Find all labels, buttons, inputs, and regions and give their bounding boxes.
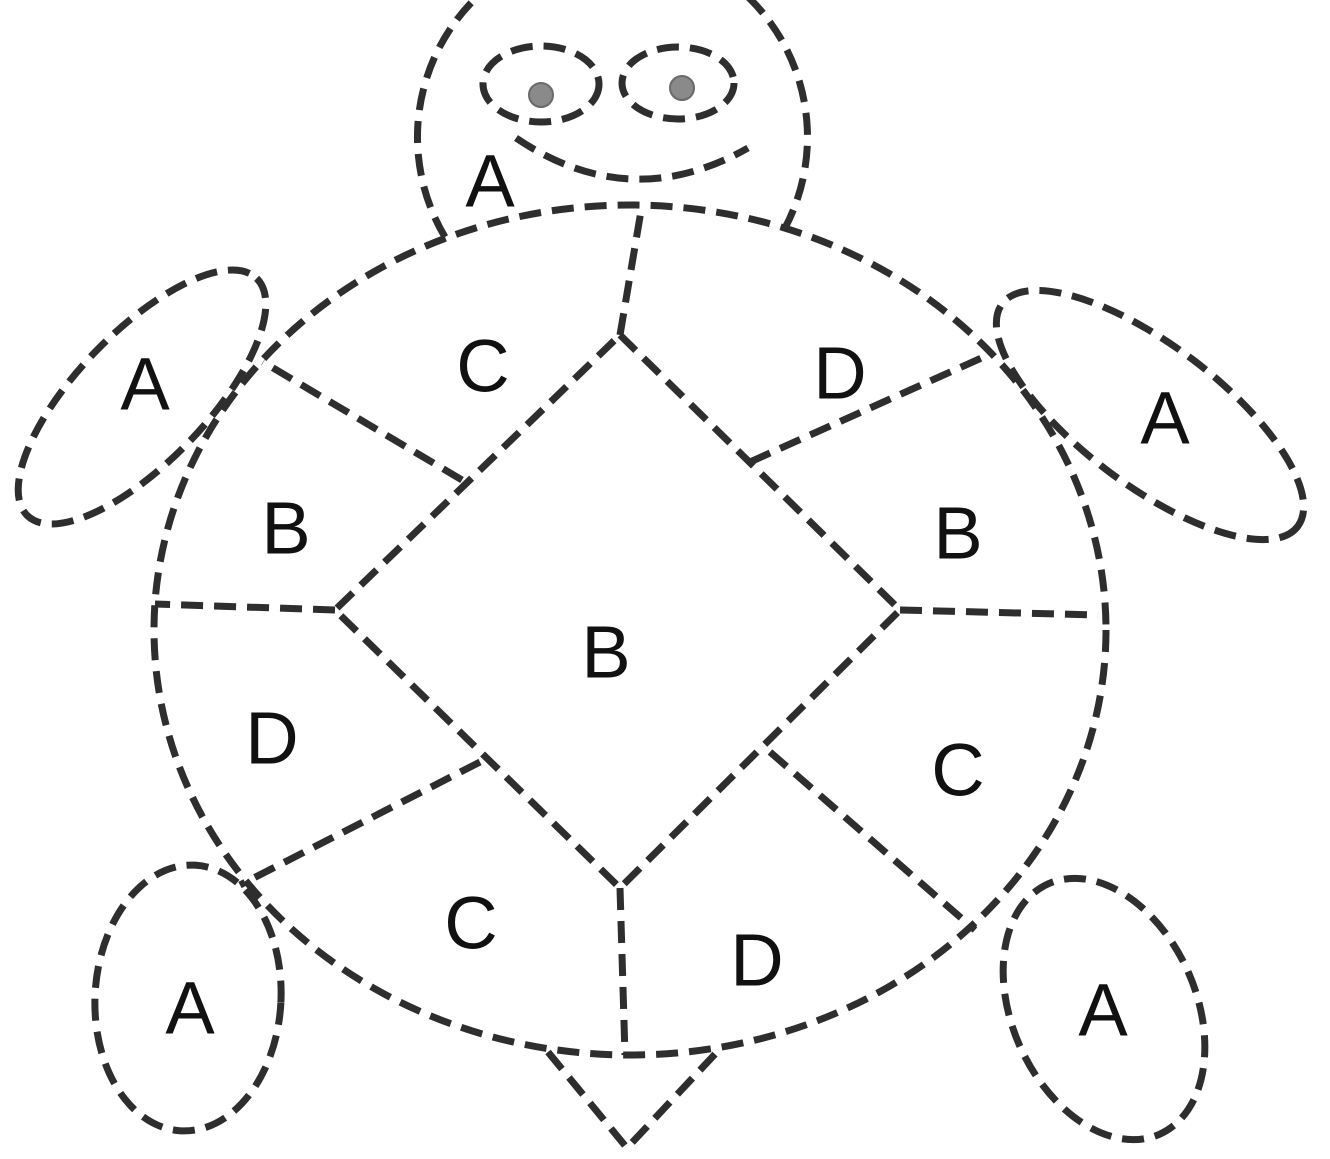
label-region-right-upper: B: [933, 492, 982, 575]
divider-left: [155, 604, 335, 610]
label-region-left-lower: D: [245, 697, 298, 780]
label-region-bottom-left: C: [444, 882, 497, 965]
smile: [516, 138, 748, 179]
label-region-top-left: C: [456, 325, 509, 408]
divider-top-right: [750, 355, 988, 462]
divider-bottom: [620, 888, 625, 1055]
label-region-bottom-right: D: [730, 919, 783, 1002]
label-region-left-upper: B: [261, 487, 310, 570]
label-region-right-lower: C: [931, 729, 984, 812]
label-flipper-back-left: A: [165, 967, 215, 1050]
divider-bottom-left: [240, 762, 480, 885]
divider-top-left: [263, 362, 462, 480]
left-pupil: [529, 83, 553, 107]
divider-right: [900, 610, 1098, 615]
label-region-center: B: [581, 611, 630, 694]
label-flipper-front-right: A: [1140, 377, 1190, 460]
label-region-top-right: D: [813, 332, 866, 415]
divider-top: [620, 205, 642, 335]
label-flipper-back-right: A: [1078, 969, 1128, 1052]
label-flipper-front-left: A: [120, 343, 170, 426]
tail: [548, 1052, 717, 1148]
right-pupil: [670, 76, 694, 100]
label-head: A: [465, 140, 515, 223]
